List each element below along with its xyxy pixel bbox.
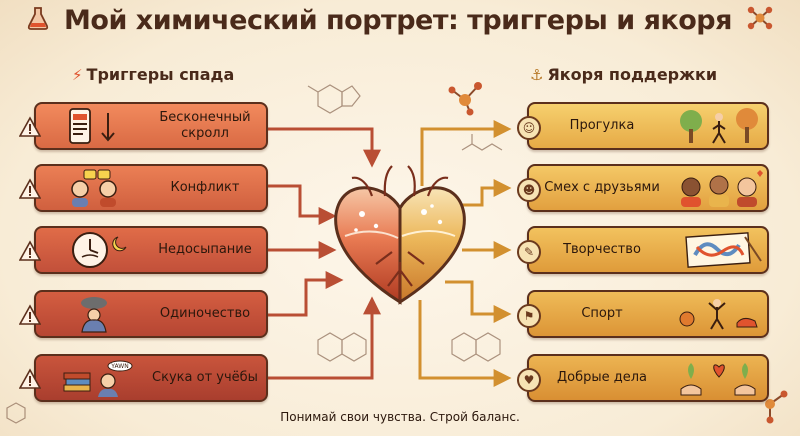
friends-laughing-icon: [673, 169, 765, 207]
laugh-icon: ☻: [517, 178, 541, 202]
trigger-connectors: [268, 127, 381, 380]
anchor-card-walk: ☺ Прогулка: [517, 102, 769, 150]
connector-anchor-4: [445, 280, 512, 323]
molecule-icon: [747, 6, 773, 36]
connector-trigger-2: [268, 184, 337, 225]
yawn-bubble-text: YAWN: [110, 363, 128, 370]
warning-icon: [19, 368, 41, 390]
connector-trigger-4: [268, 271, 344, 317]
warning-icon: [19, 240, 41, 262]
trigger-card-scroll: Бесконечный скролл: [19, 102, 268, 150]
anchor-label: Прогулка: [569, 118, 635, 133]
heart-illustration: [334, 165, 466, 305]
connector-trigger-1: [268, 127, 381, 168]
palette-icon: ✎: [517, 240, 541, 264]
page-title: Мой химический портрет: триггеры и якоря: [64, 5, 732, 36]
molecule-balls: [448, 82, 788, 424]
trigger-card-sleep: Недосыпание: [19, 226, 268, 274]
trigger-card-loneliness: Одиночество: [19, 290, 268, 338]
trigger-label: Конфликт: [170, 180, 240, 195]
trigger-label: Бесконечный скролл: [159, 110, 251, 141]
giving-hands-icon: [673, 359, 765, 397]
phone-scroll-icon: [54, 107, 138, 145]
heart-hands-icon: ♥: [517, 368, 541, 392]
connector-trigger-5: [268, 296, 381, 380]
trigger-label: Недосыпание: [158, 242, 252, 257]
sport-person-icon: [673, 295, 765, 333]
trigger-card-conflict: Конфликт: [19, 164, 268, 212]
trigger-card-boredom: YAWN Скука от учёбы: [19, 354, 268, 402]
tired-clock-icon: [54, 231, 138, 269]
footer-caption: Понимай свои чувства. Строй баланс.: [280, 410, 520, 424]
anchor-card-laughter: ☻ Смех с друзьями: [517, 164, 769, 212]
anchors-heading: ⚓Якоря поддержки: [530, 65, 717, 84]
trigger-label: Одиночество: [159, 306, 251, 321]
flask-icon: [27, 6, 49, 36]
arguing-people-icon: [54, 169, 138, 207]
park-walk-icon: [673, 107, 765, 145]
painting-icon: [673, 231, 765, 269]
page-title-row: Мой химический портрет: триггеры и якоря: [0, 4, 800, 36]
warning-icon: [19, 178, 41, 200]
anchor-card-kindness: ♥ Добрые дела: [517, 354, 769, 402]
connector-anchor-2: [455, 179, 512, 207]
anchor-connectors: [418, 120, 512, 387]
connector-anchor-1: [420, 120, 512, 186]
anchors-heading-text: Якоря поддержки: [547, 65, 718, 84]
walking-icon: ☺: [517, 116, 541, 140]
books-yawn-icon: YAWN: [54, 359, 138, 397]
lonely-person-icon: [54, 295, 138, 333]
anchor-card-sport: ⚑ Спорт: [517, 290, 769, 338]
triggers-heading: ⚡Триггеры спада: [72, 65, 234, 84]
anchor-card-creativity: ✎ Творчество: [517, 226, 769, 274]
molecule-decor: [6, 84, 503, 424]
anchor-label: Творчество: [563, 242, 641, 257]
triggers-heading-text: Триггеры спада: [86, 65, 235, 84]
anchor-icon: ⚓: [530, 66, 544, 84]
lightning-icon: ⚡: [72, 66, 83, 84]
sport-icon: ⚑: [517, 304, 541, 328]
connector-anchor-5: [418, 300, 512, 387]
warning-icon: [19, 116, 41, 138]
anchor-label: Спорт: [581, 306, 623, 321]
anchor-label: Добрые дела: [556, 370, 648, 385]
trigger-label: Скука от учёбы: [152, 370, 258, 385]
warning-icon: [19, 304, 41, 326]
anchor-label: Смех с друзьями: [544, 180, 660, 195]
